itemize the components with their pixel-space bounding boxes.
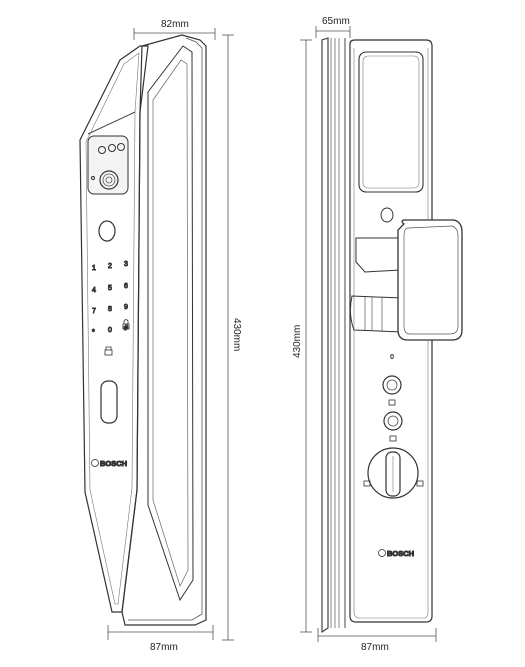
front-brand-logo: BOSCH [91, 459, 128, 469]
lever-neck [355, 237, 401, 273]
lever-shaft [349, 295, 403, 333]
side-top-dimension [315, 26, 351, 38]
lock-key-icon [122, 319, 130, 330]
sensor-lens-icon [108, 144, 116, 152]
side-indicator-label: 0 [390, 352, 394, 361]
display-screen [358, 51, 424, 193]
keypad-key: 7 [92, 308, 96, 315]
padlock-indicator-icon [104, 346, 113, 356]
back-panel-inner [353, 48, 429, 619]
front-top-dimension [133, 28, 216, 40]
round-button-lower [383, 411, 403, 431]
front-handle-grip-inner [152, 59, 189, 587]
keypad-key: 9 [124, 304, 128, 311]
button-indicator-icon [388, 399, 396, 406]
front-handle-edge [128, 37, 203, 621]
knob-indicator-left-icon [363, 480, 371, 487]
side-bottom-width-label: 87mm [361, 642, 389, 653]
camera-lens-icon [98, 146, 106, 154]
side-bottom-dimension [317, 628, 437, 642]
side-top-width-label: 65mm [322, 16, 350, 27]
fingerprint-sensor-icon [98, 220, 116, 242]
button-indicator-icon [389, 435, 397, 442]
lever-handle-face [403, 225, 459, 335]
side-height-label: 430mm [292, 325, 303, 358]
proximity-sensor-icon [380, 207, 394, 223]
face-recognition-icon [99, 170, 119, 190]
keypad-key: # [124, 325, 128, 332]
front-height-dimension [222, 34, 234, 641]
front-bottom-width-label: 87mm [150, 642, 178, 653]
knob-indicator-right-icon [416, 480, 424, 487]
round-button-upper [382, 375, 402, 395]
front-top-width-label: 82mm [161, 19, 189, 30]
front-handle-outline [121, 34, 207, 626]
ir-dot-icon [91, 176, 95, 180]
keypad-key: 2 [108, 263, 112, 270]
keypad-key: 0 [108, 327, 112, 334]
lever-handle [397, 219, 463, 341]
key-cover-slot [100, 380, 118, 424]
front-bottom-dimension [107, 625, 214, 640]
bosch-logo-icon [378, 549, 386, 557]
front-panel-inner [85, 52, 140, 605]
side-height-dimension [300, 39, 312, 633]
front-view: 1 2 3 4 5 6 7 8 9 * 0 # BOSCH [79, 28, 234, 641]
keypad-key: 6 [124, 283, 128, 290]
svg-text:BOSCH: BOSCH [100, 459, 127, 468]
front-handle-grip-outer [147, 45, 194, 602]
bosch-logo-icon [91, 459, 99, 467]
keypad-key: * [92, 329, 95, 336]
sensor-lens-icon [117, 143, 125, 151]
keypad-key: 4 [92, 287, 96, 294]
keypad: 1 2 3 4 5 6 7 8 9 * 0 # [92, 261, 130, 337]
side-profile-strip [321, 37, 346, 634]
keypad-key: 3 [124, 261, 128, 268]
svg-text:BOSCH: BOSCH [387, 549, 414, 558]
keypad-key: 8 [108, 306, 112, 313]
display-screen-inner [362, 55, 420, 189]
thumb-turn-knob [367, 447, 419, 499]
side-view: 0 BOSCH [300, 26, 463, 642]
side-brand-logo: BOSCH [378, 549, 415, 559]
keypad-key: 5 [108, 285, 112, 292]
front-top-bevel [87, 111, 136, 135]
front-height-label: 430mm [231, 318, 242, 351]
camera-module [87, 135, 129, 195]
back-panel-outline [349, 39, 433, 623]
keypad-key: 1 [92, 265, 96, 272]
